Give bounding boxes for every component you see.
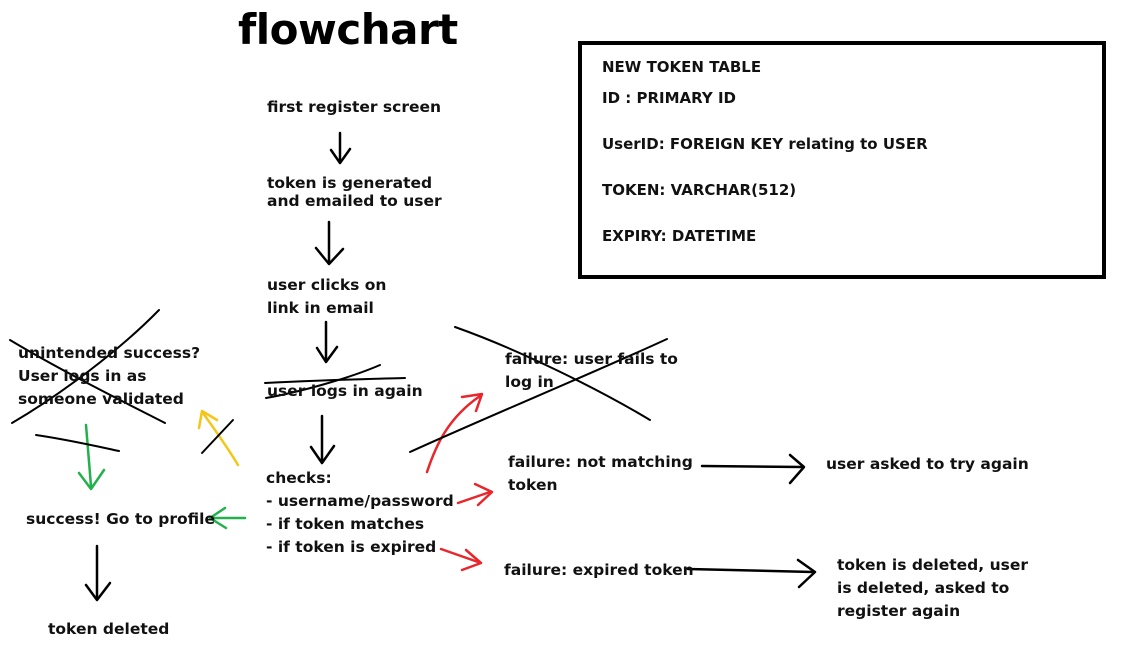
page-title: flowchart [238,5,458,54]
node-token-user-deleted: token is deleted, user is deleted, asked… [837,556,1028,620]
strike-user-logs-in [264,364,406,399]
arrow-not-matching-to-try-again [700,453,806,485]
arrow-checks-to-expired [439,547,483,572]
node-failure-login: failure: user fails to log in [505,350,678,391]
token-field-id: ID : PRIMARY ID [602,89,736,107]
arrow-expired-to-deleted [686,558,817,589]
arrow-checks-to-success [208,506,247,530]
node-token-deleted: token deleted [48,620,170,638]
token-field-token: TOKEN: VARCHAR(512) [602,181,797,199]
step-token-generated: token is generated and emailed to user [267,174,442,210]
node-success: success! Go to profile [26,510,215,528]
arrow-login-to-checks [309,414,336,465]
arrow-token-to-clicks [314,220,345,266]
arrow-success-to-deleted [84,544,112,602]
step-user-logs-in: user logs in again [267,382,423,400]
token-table-heading: NEW TOKEN TABLE [602,58,762,76]
arrow-register-to-token [329,131,352,165]
strike-failure-login [409,326,668,453]
token-field-expiry: EXPIRY: DATETIME [602,227,757,245]
strike-unintended-success [9,309,166,452]
node-user-try-again: user asked to try again [826,455,1029,473]
step-checks: checks: - username/password - if token m… [266,469,454,556]
arrow-clicks-to-login [315,320,339,364]
arrow-checks-to-failure-login [425,392,484,474]
arrow-unintended-to-success [77,423,106,491]
step-user-clicks: user clicks on link in email [267,276,387,317]
node-unintended-success: unintended success? User logs in as some… [18,344,201,408]
token-table-box: NEW TOKEN TABLE ID : PRIMARY ID UserID: … [578,41,1106,279]
strike-yellow-arrow [201,419,234,454]
arrow-checks-to-unintended [197,409,240,467]
node-failure-expired: failure: expired token [504,561,694,579]
token-field-userid: UserID: FOREIGN KEY relating to USER [602,135,928,153]
node-failure-not-matching: failure: not matching token [508,453,693,494]
step-first-register: first register screen [267,98,442,116]
arrow-checks-to-not-matching [456,482,494,507]
